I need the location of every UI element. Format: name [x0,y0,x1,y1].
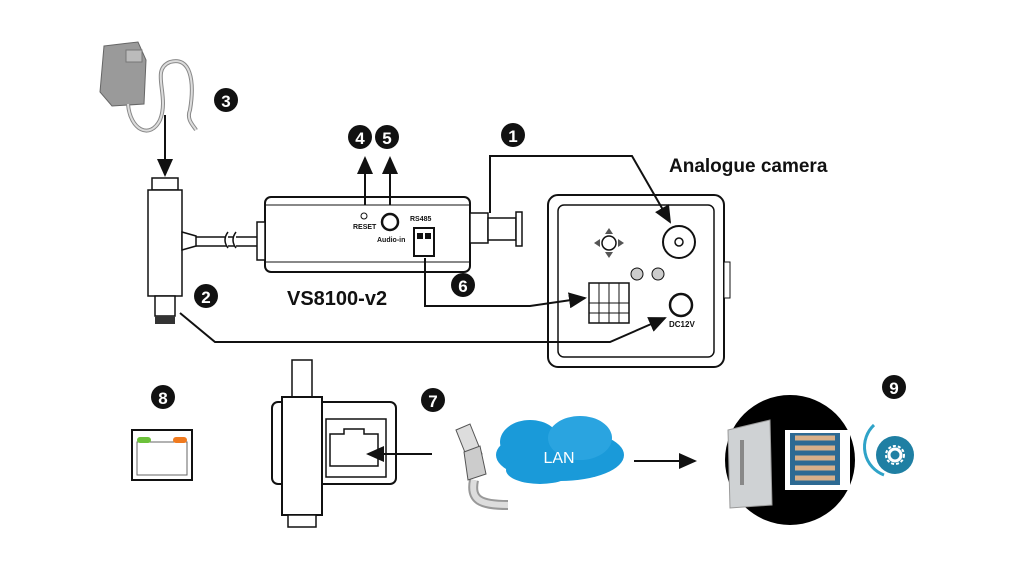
gear-icon [863,423,914,477]
arrow-power-link [179,312,667,343]
reset-button [360,212,368,220]
lan-label: LAN [543,450,574,467]
callout-4: 4 [348,125,372,149]
video-server-icon [256,196,523,273]
video-server-side-icon [271,359,397,528]
svg-text:1: 1 [508,127,517,146]
callout-6: 6 [451,273,475,297]
callout-7: 7 [421,388,445,412]
arrow-video-link [489,155,671,224]
callout-3: 3 [214,88,238,112]
dc12v-label: DC12V [669,320,695,329]
callout-2: 2 [194,284,218,308]
power-adapter-icon [99,41,198,133]
rs485-label: RS485 [410,216,432,223]
svg-text:4: 4 [355,129,365,148]
power-splitter-icon [147,177,262,324]
arrow-rs485-link [424,258,587,309]
lan-cloud-icon [496,416,624,484]
callout-1: 1 [501,123,525,147]
svg-text:3: 3 [221,92,230,111]
ethernet-port-icon [131,429,193,481]
rs485-terminal [413,227,435,257]
audio-in-label: Audio-in [377,237,405,244]
svg-text:2: 2 [201,288,210,307]
rj45-plug-icon [455,423,509,510]
camera-label: Analogue camera [669,156,828,177]
reset-label: RESET [353,224,377,231]
svg-text:5: 5 [382,129,391,148]
callout-5: 5 [375,125,399,149]
audio-in-jack [380,212,400,232]
callout-9: 9 [882,375,906,399]
svg-text:9: 9 [889,379,898,398]
svg-text:7: 7 [428,392,437,411]
device-label: VS8100-v2 [287,288,387,310]
svg-text:8: 8 [158,389,167,408]
dc12v-jack [668,292,694,318]
computer-icon [725,395,855,525]
callout-8: 8 [151,385,175,409]
svg-text:6: 6 [458,277,467,296]
analogue-camera-icon [547,194,731,368]
